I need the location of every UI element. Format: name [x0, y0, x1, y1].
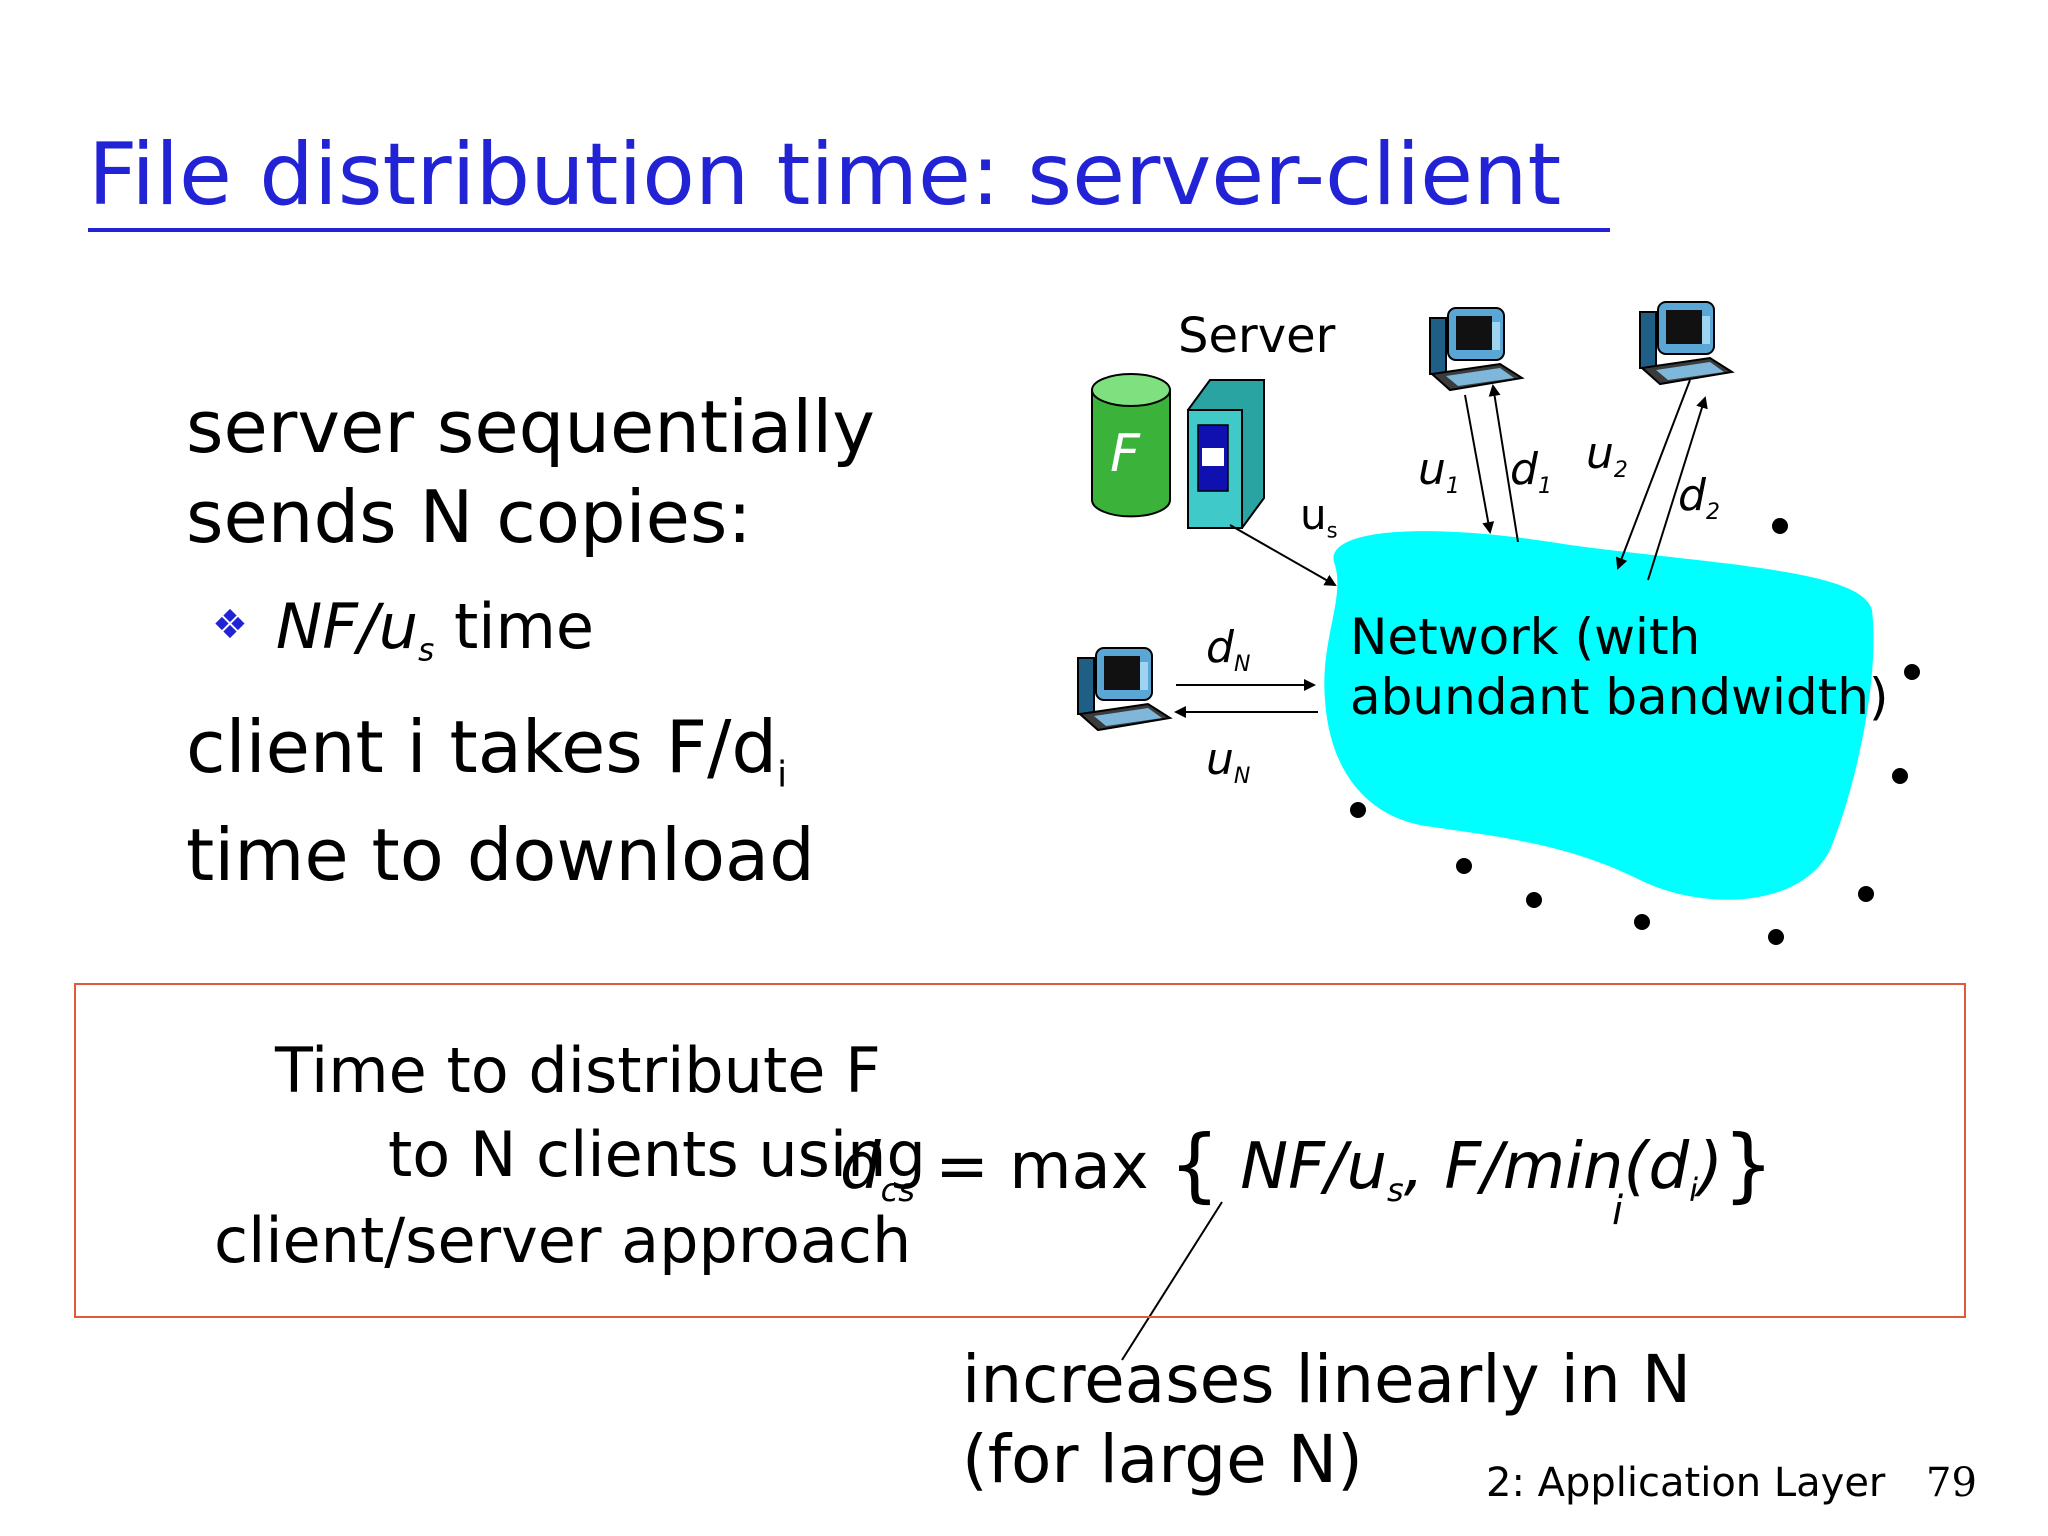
server-box: [1187, 379, 1265, 529]
un-label-sub: N: [1233, 763, 1251, 789]
page-number: 79: [1926, 1460, 1977, 1506]
un-label-main: u: [1206, 734, 1234, 785]
formula-term2-sub: i: [1689, 1170, 1698, 1209]
distribution-formula: dcs = max { NF/us, F/min(di)}: [840, 1118, 1774, 1211]
bullet-diamond-icon: ❖: [212, 602, 248, 648]
slide-title: File distribution time: server-client: [88, 125, 1562, 225]
client-1-computer-icon: [1429, 307, 1523, 391]
d1-label-main: d: [1510, 444, 1538, 495]
us-label: us: [1300, 490, 1338, 542]
client-text-line1: client i takes F/di: [186, 704, 787, 797]
u1-label: u1: [1418, 444, 1460, 499]
u2-label: u2: [1586, 428, 1628, 483]
network-label-line1: Network (with: [1350, 608, 1701, 666]
us-label-sub: s: [1326, 518, 1338, 543]
server-text-line2: sends N copies:: [186, 475, 752, 559]
client-text-line2: time to download: [186, 813, 815, 897]
annotation-line1: increases linearly in N: [962, 1341, 1692, 1418]
other-clients-dots: [1350, 518, 1920, 945]
dn-label: dN: [1206, 622, 1250, 677]
formula-min-index: i: [1612, 1188, 1624, 1234]
footer-chapter-label: 2: Application Layer: [1486, 1460, 1886, 1506]
client-n-computer-icon: [1077, 647, 1171, 731]
formula-term2-main: F/min(d: [1424, 1130, 1690, 1204]
formula-term2-close: ): [1697, 1130, 1723, 1204]
client-text-sub: i: [777, 754, 788, 796]
d1-label: d1: [1510, 444, 1552, 499]
formula-term1-sub: s: [1387, 1170, 1404, 1209]
client-2-computer-icon: [1639, 301, 1733, 385]
network-label-line2: abundant bandwidth): [1350, 668, 1889, 726]
u1-label-sub: 1: [1445, 473, 1460, 499]
formula-d-sub: cs: [880, 1170, 915, 1209]
un-label: uN: [1206, 734, 1250, 789]
d2-label-main: d: [1678, 470, 1706, 521]
bullet-nf-us-sub: s: [418, 632, 435, 669]
bullet-nf-us-main: NF/u: [275, 590, 419, 663]
formula-eq-max: = max: [914, 1130, 1169, 1204]
file-cylinder: [1091, 373, 1171, 518]
box-line3: client/server approach: [214, 1204, 912, 1277]
dn-label-sub: N: [1233, 651, 1251, 677]
d1-label-sub: 1: [1537, 473, 1552, 499]
box-line2: to N clients using: [388, 1118, 926, 1191]
server-text-line1: server sequentially: [186, 385, 875, 469]
formula-d-main: d: [840, 1130, 881, 1204]
bullet-time-label: time: [434, 590, 595, 663]
formula-term1-main: NF/u: [1219, 1130, 1388, 1204]
dn-label-main: d: [1206, 622, 1234, 673]
annotation-line2: (for large N): [962, 1421, 1363, 1498]
file-label: F: [1110, 424, 1140, 484]
server-label: Server: [1178, 308, 1336, 364]
title-underline: [88, 228, 1610, 232]
formula-brace-close: }: [1722, 1118, 1774, 1211]
client-text-main: client i takes F/d: [186, 705, 778, 789]
us-label-main: u: [1300, 490, 1327, 539]
u2-label-main: u: [1586, 428, 1614, 479]
u1-label-main: u: [1418, 444, 1446, 495]
formula-brace-open: {: [1168, 1118, 1220, 1211]
network-cloud: [1324, 531, 1874, 900]
box-line1: Time to distribute F: [275, 1034, 881, 1107]
u2-label-sub: 2: [1613, 457, 1628, 483]
d2-label-sub: 2: [1705, 499, 1720, 525]
d2-label: d2: [1678, 470, 1720, 525]
formula-box: [74, 983, 1966, 1318]
bullet-nf-us: ❖ NF/us time: [212, 590, 594, 668]
formula-comma: ,: [1403, 1130, 1425, 1204]
